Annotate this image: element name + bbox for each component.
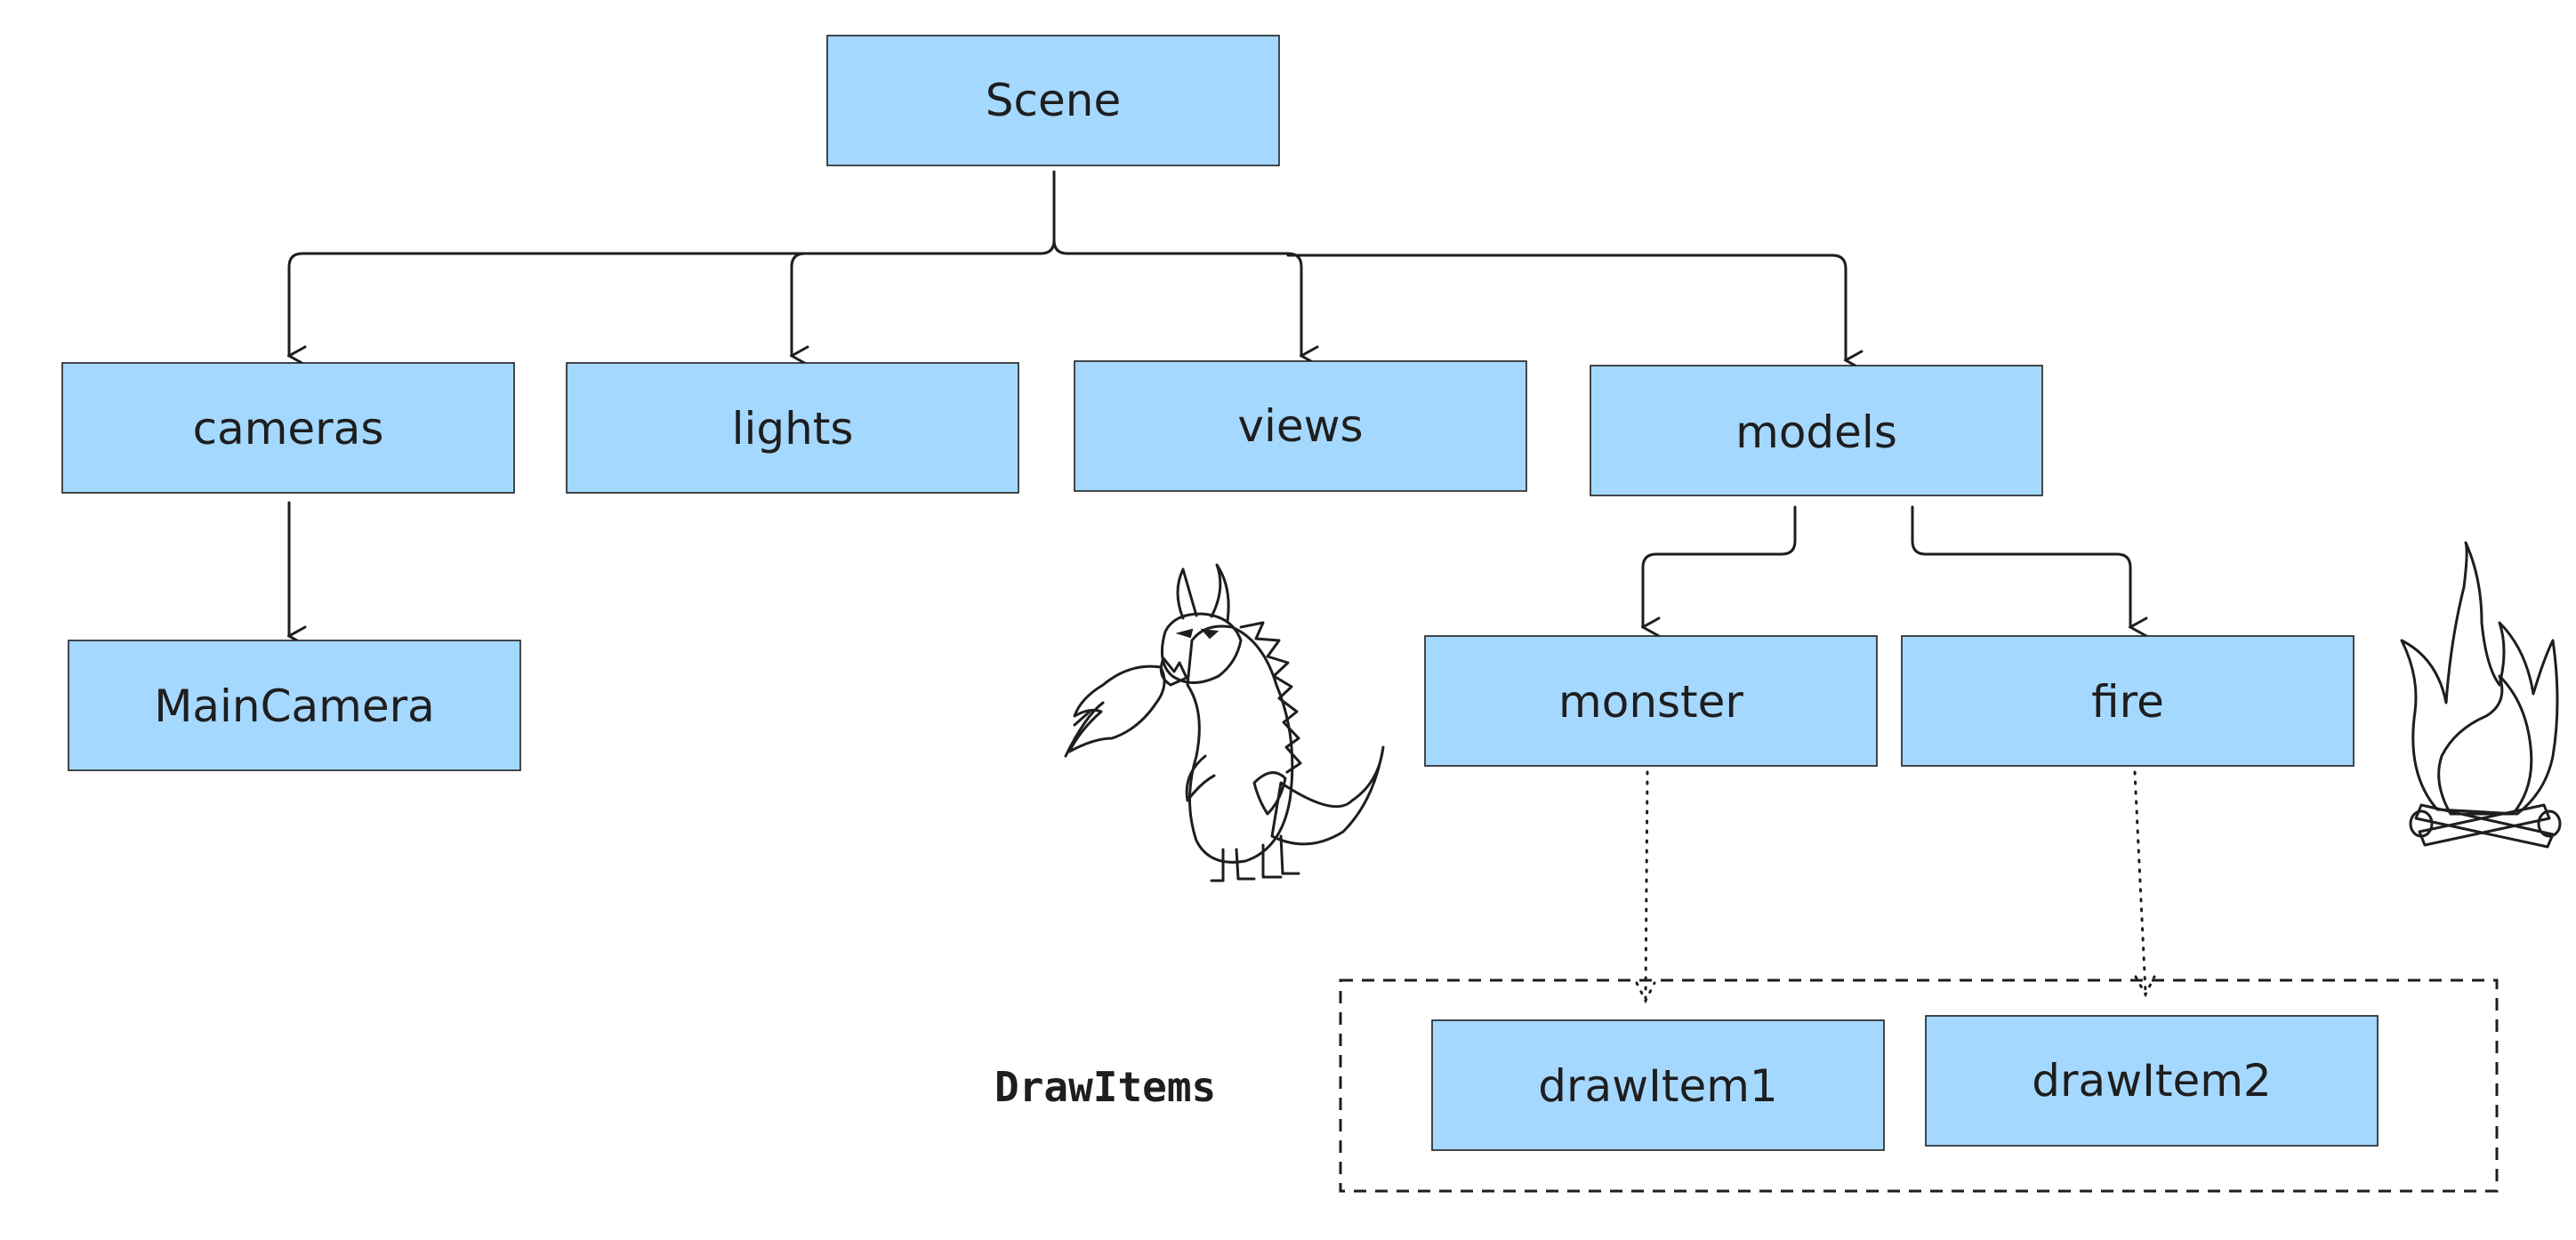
dragon-horn-left [1176,568,1198,620]
campfire-inner-flame [2437,674,2533,816]
campfire-log-1 [2418,803,2551,847]
edge-models-fire [1911,505,2130,627]
node-drawitem1[interactable]: drawItem1 [1431,1019,1885,1151]
dragon-legs [1210,834,1300,882]
node-fire[interactable]: fire [1901,635,2355,767]
dragon-flame [1067,664,1166,753]
dragon-body [1186,624,1294,864]
node-monster[interactable]: monster [1424,635,1878,767]
edge-fire-drawitem2 [2133,770,2147,994]
node-cameras-label: cameras [193,403,384,455]
node-views-label: views [1237,400,1363,452]
node-scene-label: Scene [986,75,1121,126]
campfire-log-end-left [2409,809,2434,838]
node-maincamera-label: MainCamera [154,680,435,732]
node-fire-label: fire [2091,676,2164,728]
drawitems-group-box [1339,978,2499,1193]
node-drawitem1-label: drawItem1 [1538,1060,1777,1112]
dragon-wing [1252,771,1287,816]
node-maincamera[interactable]: MainCamera [68,640,521,771]
dragon-illustration [1064,563,1385,882]
arrowhead-drawitem2 [2134,975,2156,998]
dragon-tail [1270,745,1385,846]
node-monster-label: monster [1558,676,1743,728]
dragon-spikes [1239,621,1302,774]
node-models-label: models [1735,407,1897,458]
edges-scene [289,170,1846,360]
campfire-illustration [2400,541,2562,849]
dragon-eyes [1175,628,1220,640]
drawitems-group-label: DrawItems [994,1063,1216,1111]
node-lights-label: lights [732,403,854,455]
dragon-horn-right [1210,563,1230,623]
node-views[interactable]: views [1074,360,1527,492]
node-scene[interactable]: Scene [826,35,1280,166]
edge-scene-models [1286,254,1846,360]
node-drawitem2[interactable]: drawItem2 [1925,1015,2379,1147]
edge-scene-cameras [289,170,1056,356]
node-lights[interactable]: lights [566,362,1019,494]
arrowhead-drawitem1 [1635,981,1656,1004]
edge-monster-drawitem1 [1644,770,1649,1000]
campfire-log-2 [2414,803,2555,849]
campfire-outer-flame [2400,541,2559,816]
campfire-log-end-right [2537,809,2562,838]
edge-scene-lights [792,252,805,356]
node-drawitem2-label: drawItem2 [2032,1055,2271,1107]
node-cameras[interactable]: cameras [61,362,515,494]
node-models[interactable]: models [1590,365,2043,496]
dragon-arm [1185,754,1216,802]
dragon-flame-outline [1064,701,1105,758]
edge-models-monster [1643,505,1797,627]
edge-scene-views [1052,238,1301,356]
